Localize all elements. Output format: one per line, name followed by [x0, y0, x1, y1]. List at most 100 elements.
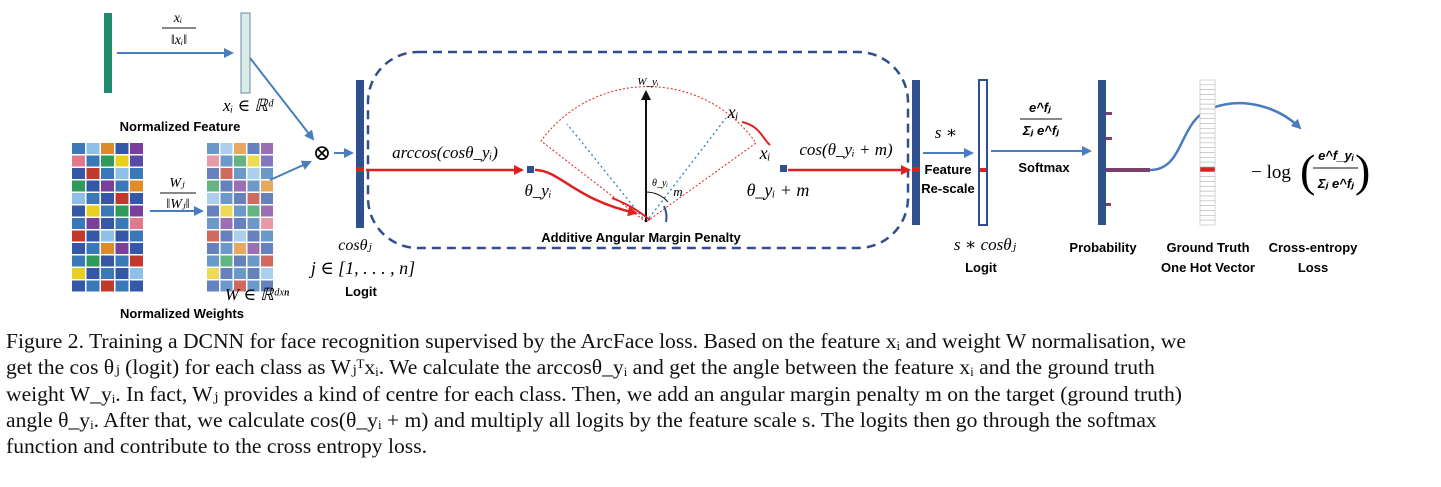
feature-norm-numerator: xᵢ [173, 11, 182, 26]
one-hot-cell [1199, 118, 1216, 124]
weight-cell [261, 280, 273, 292]
weight-cell [220, 230, 233, 242]
cos-plus-m-label: cos(θ_yᵢ + m) [799, 140, 893, 159]
ground-truth-title-2: One Hot Vector [1161, 260, 1255, 275]
theta-label: θ_yᵢ [524, 181, 551, 200]
weight-cell [220, 155, 233, 167]
one-hot-cell [1199, 142, 1216, 148]
theta-to-origin-curve [534, 168, 638, 217]
caption-line: get the cos θⱼ (logit) for each class as… [6, 355, 1155, 380]
arcface-diagram: xᵢ ‖xᵢ‖ xᵢ ∈ ℝᵈ Normalized Feature Wⱼ ‖W… [72, 11, 1370, 321]
cross-entropy-title-1: Cross-entropy [1269, 240, 1359, 255]
weight-cell [115, 280, 129, 292]
weight-cell [86, 230, 100, 242]
weight-cell [220, 218, 233, 229]
margin-arc [663, 205, 668, 223]
one-hot-cell [1199, 132, 1216, 139]
cos-plus-m-marker [780, 165, 787, 172]
feature-rotate-curve [741, 121, 771, 146]
weight-cell [130, 205, 143, 217]
weight-cell [247, 243, 260, 254]
small-theta-label: θ_yᵢ [652, 178, 668, 189]
weight-cell [247, 268, 260, 279]
class-center-left-line [566, 123, 647, 223]
weight-cell [261, 255, 273, 267]
weight-cell [207, 168, 219, 179]
weight-cell [86, 243, 100, 254]
scaled-cos-label: s ∗ cosθⱼ [954, 235, 1017, 254]
weight-space-label: W ∈ ℝᵈˣⁿ [225, 285, 290, 304]
softmax-numerator: e^fⱼ [1029, 100, 1051, 115]
weight-cell [247, 205, 260, 217]
weight-cell [72, 218, 85, 229]
logit-bar [356, 80, 364, 228]
weight-cell [247, 168, 260, 179]
logit-target-cell [356, 167, 364, 172]
one-hot-cell [1199, 186, 1216, 192]
margin-red-arrow [611, 197, 651, 221]
weight-cell [72, 143, 85, 154]
weight-cell [101, 230, 114, 242]
weight-cell [261, 155, 273, 167]
weight-cell [72, 230, 85, 242]
weight-cell [86, 193, 100, 204]
weight-cell [115, 218, 129, 229]
one-hot-cell [1199, 94, 1216, 100]
weight-cell [115, 230, 129, 242]
weight-cell [234, 155, 246, 167]
one-hot-target-cell [1199, 166, 1216, 173]
logit-cos-label: cosθⱼ [338, 237, 372, 254]
softmax-denominator: Σⱼ e^fⱼ [1022, 123, 1059, 138]
weight-cell [101, 218, 114, 229]
weight-cell [247, 193, 260, 204]
weight-cell [101, 280, 114, 292]
softmax-title: Softmax [1018, 160, 1070, 175]
one-hot-cell [1199, 171, 1216, 177]
weight-cell [207, 268, 219, 279]
one-hot-cell [1199, 99, 1216, 105]
scale-s-label: s ∗ [935, 123, 957, 142]
margin-m-label: m [673, 184, 682, 199]
feature-right-label: xᵢ [759, 143, 771, 163]
weight-cell [86, 180, 100, 192]
weight-cell [247, 218, 260, 229]
one-hot-cell [1199, 103, 1216, 110]
rescaled-logit-target [980, 168, 986, 172]
weight-cell [130, 280, 143, 292]
logit-title: Logit [345, 284, 377, 299]
weight-cell [115, 143, 129, 154]
one-hot-cell [1199, 176, 1216, 182]
weight-cell [207, 180, 219, 192]
weight-norm-numerator: Wⱼ [169, 176, 185, 191]
feature-top-label: xᵢ [727, 102, 739, 122]
weight-cell [247, 230, 260, 242]
weight-cell [130, 255, 143, 267]
one-hot-cell [1199, 215, 1216, 221]
weight-cell [101, 180, 114, 192]
feature-rescale-title-2: Re-scale [921, 181, 974, 196]
weight-cell [220, 243, 233, 254]
probability-to-loss-curve [1149, 101, 1302, 172]
weight-cell [72, 268, 85, 279]
loss-right-paren: ) [1355, 145, 1370, 196]
weight-cell [261, 205, 273, 217]
weight-cell [234, 218, 246, 229]
weight-cell [234, 193, 246, 204]
ground-truth-one-hot-vector [1199, 79, 1216, 226]
one-hot-cell [1199, 89, 1216, 95]
feature-to-product-arrow [249, 57, 315, 141]
weight-cell [115, 255, 129, 267]
weight-cell [86, 268, 100, 279]
weight-cell [220, 280, 233, 292]
feature-direction-line [645, 117, 727, 223]
weight-cell [234, 180, 246, 192]
small-angle-arc [645, 191, 669, 203]
weight-cell [130, 268, 143, 279]
normalized-feature-title: Normalized Feature [120, 119, 241, 134]
one-hot-cell [1199, 210, 1216, 216]
normalized-weight-matrix [207, 143, 273, 292]
weight-cell [247, 280, 260, 292]
feature-space-label: xᵢ ∈ ℝᵈ [222, 96, 274, 115]
weight-cell [72, 243, 85, 254]
weight-cell [261, 218, 273, 229]
